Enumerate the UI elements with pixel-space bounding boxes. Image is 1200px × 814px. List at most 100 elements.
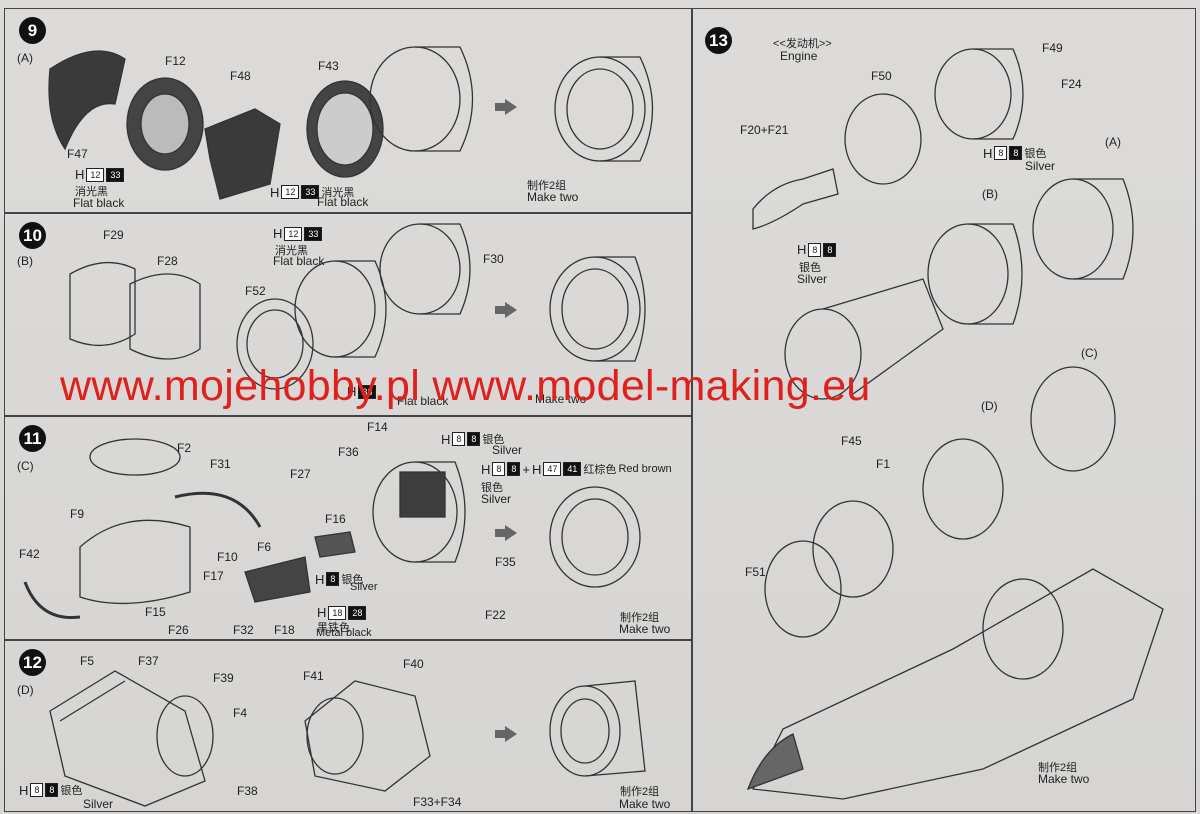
paint-code: H 12 33 — [273, 226, 323, 241]
step-13-drawing — [746, 48, 1164, 800]
paint-name: Metal black — [316, 627, 372, 639]
subassembly-label: (D) — [17, 683, 34, 697]
step-number: 12 — [19, 649, 46, 676]
paint-number: 8 — [30, 783, 44, 797]
paint-prefix: H — [347, 384, 357, 399]
paint-name: Silver — [1025, 159, 1056, 173]
paint-name-cn: 银色 — [799, 262, 821, 274]
step-9-panel: 9 (A) F12 F48 F43 F47 H 12 33 消光黑 Flat b… — [4, 8, 692, 213]
part-label: F4 — [233, 706, 248, 720]
step-10-drawing — [69, 223, 646, 390]
paint-number: 8 — [808, 242, 822, 257]
paint-name: Red brown — [618, 463, 672, 475]
make-count: Make two — [1038, 772, 1090, 786]
paint-code: H 8 8 银色 — [983, 145, 1046, 161]
part-label: F12 — [165, 54, 186, 68]
part-label: F32 — [233, 623, 254, 637]
paint-number: 8 — [326, 572, 340, 586]
part-label: F6 — [257, 540, 272, 554]
step-10-panel: 10 (B) F29 F28 F52 F30 H 12 33 消光黑 Flat … — [4, 213, 692, 416]
step-number: 9 — [19, 17, 46, 44]
make-count: Make two — [535, 392, 587, 406]
paint-code: H 18 28 — [317, 605, 367, 620]
part-label: F14 — [367, 420, 388, 434]
subassembly-label: (B) — [17, 254, 33, 268]
paint-code: H 8 8 银色 — [19, 782, 82, 798]
part-label: F45 — [841, 434, 862, 448]
paint-name: Flat black — [73, 196, 125, 210]
paint-number: 8 — [994, 146, 1008, 160]
paint-name-cn: 银色 — [341, 574, 364, 586]
assembly-arrow — [495, 302, 517, 318]
paint-plus: + — [522, 461, 531, 477]
paint-code: H 33 — [347, 384, 377, 399]
part-label: F39 — [213, 671, 234, 685]
step-11-drawing — [23, 438, 641, 620]
step-number: 11 — [19, 425, 46, 452]
part-label: F51 — [745, 565, 766, 579]
subassembly-label: (D) — [981, 399, 998, 413]
paint-prefix: H — [19, 782, 29, 798]
paint-number: 28 — [348, 605, 367, 620]
part-label: F35 — [495, 555, 516, 569]
paint-name-cn: 消光黑 — [75, 186, 108, 198]
part-label: F33+F34 — [413, 795, 462, 809]
step-12-drawing — [49, 670, 646, 807]
paint-name: Silver — [492, 443, 523, 457]
part-label: F24 — [1061, 77, 1082, 91]
paint-prefix: H — [75, 167, 85, 182]
part-label: F50 — [871, 69, 892, 83]
paint-name-cn: 银色 — [482, 434, 505, 446]
paint-number: 18 — [328, 605, 347, 620]
part-label: F52 — [245, 284, 266, 298]
paint-name-cn: 黑铁色 — [317, 622, 350, 634]
paint-number: 12 — [284, 226, 303, 241]
paint-number: 8 — [507, 462, 521, 476]
assembly-arrow — [495, 525, 517, 541]
step-number: 13 — [705, 27, 732, 54]
paint-number: 8 — [467, 432, 481, 446]
part-label: F5 — [80, 654, 95, 668]
paint-number: 12 — [86, 167, 105, 182]
paint-name-cn: 红棕色 — [583, 464, 617, 476]
step-number: 10 — [19, 222, 46, 249]
step-11-panel: 11 (C) F2 F31 F27 F36 F14 F9 F16 F10 F6 … — [4, 416, 692, 640]
part-label: F31 — [210, 457, 231, 471]
part-label: F47 — [67, 147, 88, 161]
paint-name: Flat black — [273, 254, 325, 268]
paint-prefix: H — [532, 461, 542, 477]
subassembly-label: (B) — [982, 187, 998, 201]
paint-number: 12 — [281, 185, 300, 199]
paint-name-cn: 银色 — [60, 785, 83, 797]
paint-prefix: H — [270, 184, 280, 200]
part-label: F2 — [177, 441, 192, 455]
part-label: F1 — [876, 457, 891, 471]
paint-name: Silver — [797, 272, 828, 286]
part-label: F41 — [303, 669, 324, 683]
make-count-cn: 制作2组 — [1038, 762, 1078, 774]
step-13-panel: 13 <<发动机>> Engine F49 F50 F24 F20+F21 F4… — [692, 8, 1196, 812]
paint-name: Flat black — [317, 195, 369, 209]
paint-number: 33 — [106, 167, 125, 182]
paint-prefix: H — [441, 431, 451, 447]
paint-prefix: H — [317, 605, 327, 620]
paint-prefix: H — [983, 145, 993, 161]
watermark: www.mojehobby.pl www.model-making.eu — [60, 362, 871, 410]
paint-code: H 12 33 — [75, 167, 125, 182]
paint-name: Silver — [83, 797, 114, 811]
paint-prefix: H — [481, 461, 491, 477]
paint-number: 8 — [452, 432, 466, 446]
assembly-arrow — [495, 99, 517, 115]
paint-code: H 8 8 — [797, 242, 837, 257]
part-label: F48 — [230, 69, 251, 83]
paint-prefix: H — [273, 226, 283, 241]
part-label: F9 — [70, 507, 85, 521]
paint-name: Silver — [481, 492, 512, 506]
engine-label: Engine — [780, 49, 818, 63]
part-label: F15 — [145, 605, 166, 619]
part-label: F43 — [318, 59, 339, 73]
make-count-cn: 制作2组 — [620, 786, 660, 798]
paint-number: 47 — [543, 462, 562, 476]
paint-prefix: H — [797, 242, 807, 257]
paint-prefix: H — [315, 571, 325, 587]
